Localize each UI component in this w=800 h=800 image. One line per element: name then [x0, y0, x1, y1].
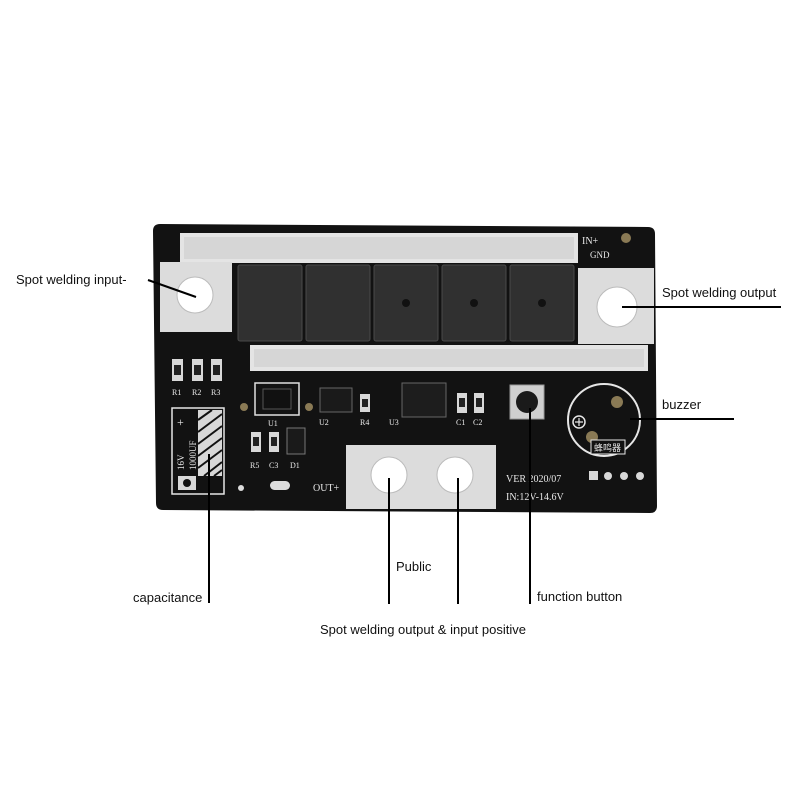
- leader-lines: [147, 279, 781, 604]
- label-capacitance: capacitance: [133, 590, 203, 605]
- u1-via-left: [240, 403, 248, 411]
- mosfet-1: [237, 264, 303, 342]
- input-negative-hole: [176, 276, 214, 314]
- buzzer-chinese-label: 蜂鸣器: [594, 442, 621, 453]
- c1-label: C1: [456, 418, 465, 427]
- r2-label: R2: [192, 388, 201, 397]
- gnd-label: GND: [590, 250, 610, 260]
- mosfet-row: [237, 264, 575, 342]
- slot-hole: [270, 481, 290, 490]
- output-positive-hole-2: [436, 456, 474, 494]
- diode-d1: [286, 427, 306, 455]
- label-output-input-positive: Spot welding output & input positive: [320, 622, 526, 637]
- u3-label: U3: [389, 418, 399, 427]
- function-button-cap: [516, 391, 538, 413]
- leader-input-negative: [147, 279, 197, 298]
- chip-u1: [262, 388, 292, 410]
- r4-label: R4: [360, 418, 369, 427]
- chip-u1-outline: [254, 382, 300, 416]
- r3-label: R3: [211, 388, 220, 397]
- label-buzzer: buzzer: [662, 397, 702, 412]
- resistors-r1-r3: [172, 359, 222, 381]
- u1-via-right: [305, 403, 313, 411]
- connector-pad-1: [589, 471, 598, 480]
- buzzer-pad-1: [611, 396, 623, 408]
- r5-label: R5: [250, 461, 259, 470]
- small-hole: [238, 485, 244, 491]
- connector-pad-2: [604, 472, 612, 480]
- label-spot-welding-input-negative: Spot welding input-: [16, 272, 127, 287]
- capacitor-footprint: [171, 407, 225, 495]
- buzzer-label-box: [590, 439, 626, 455]
- r1-label: R1: [172, 388, 181, 397]
- chip-u3: [401, 382, 447, 418]
- cap-value-label: 1000UF: [188, 440, 198, 470]
- in-plus-label: IN+: [582, 236, 599, 247]
- mosfet-2: [305, 264, 371, 342]
- mosfet-dot-5: [538, 299, 546, 307]
- buzzer-plus-mark: [572, 415, 586, 429]
- label-public: Public: [396, 559, 432, 574]
- in-gnd-via: [621, 233, 631, 243]
- top-bus-pad-inner: [184, 237, 574, 259]
- mid-bus-pad-inner: [254, 349, 644, 367]
- connector-pad-4: [636, 472, 644, 480]
- cap-voltage-label: 16V: [176, 454, 186, 470]
- chip-u2: [319, 387, 353, 413]
- mosfet-dot-3: [402, 299, 410, 307]
- u1-label: U1: [268, 419, 278, 428]
- c2-label: C2: [473, 418, 482, 427]
- label-function-button: function button: [537, 589, 623, 604]
- label-spot-welding-output: Spot welding output: [662, 285, 777, 300]
- output-positive-pad: [346, 445, 496, 509]
- d1-label: D1: [290, 461, 300, 470]
- version-label: VER 2020/07: [506, 474, 561, 485]
- cap-plus-sign: +: [177, 415, 184, 429]
- c3-label: C3: [269, 461, 278, 470]
- input-range-label: IN:12V-14.6V: [506, 492, 564, 503]
- connector-pad-3: [620, 472, 628, 480]
- u2-label: U2: [319, 418, 329, 427]
- mosfet-dot-4: [470, 299, 478, 307]
- out-plus-label: OUT+: [313, 483, 340, 494]
